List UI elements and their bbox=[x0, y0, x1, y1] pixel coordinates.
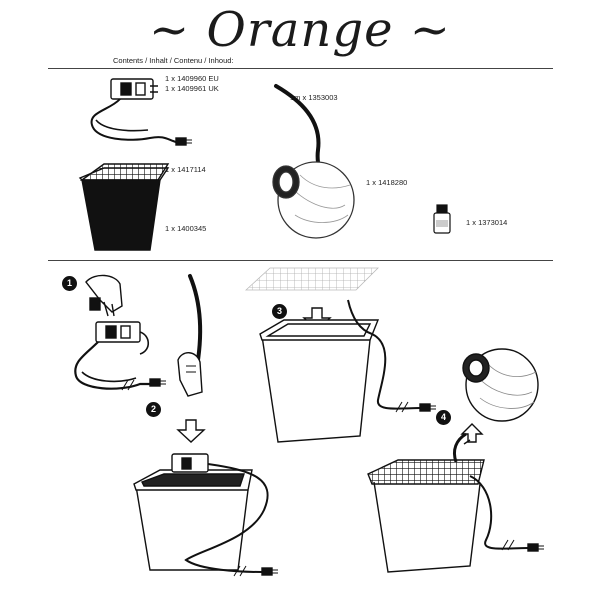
step-badge-3: 3 bbox=[272, 304, 287, 319]
step3-illustration bbox=[244, 267, 436, 443]
part-code-grid: 1 x 1417114 bbox=[165, 165, 206, 174]
grid-part bbox=[79, 163, 170, 181]
part-code-bottle: 1 x 1373014 bbox=[466, 218, 508, 227]
contents-label: Contents / Inhalt / Contenu / Inhoud: bbox=[113, 56, 234, 65]
part-code-transformer-uk: 1 x 1409961 UK bbox=[165, 84, 219, 93]
middle-divider bbox=[48, 260, 553, 261]
part-code-transformer-eu: 1 x 1409960 EU bbox=[165, 74, 219, 83]
part-code-cable: 1m x 1353003 bbox=[290, 93, 338, 102]
transformer-part bbox=[90, 78, 192, 146]
step1-illustration bbox=[74, 274, 166, 391]
page-title: ~ Orange ~ bbox=[149, 2, 451, 58]
orange-sphere-part bbox=[272, 161, 355, 239]
step-badge-1: 1 bbox=[62, 276, 77, 291]
step2-illustration bbox=[133, 274, 278, 577]
top-divider bbox=[48, 68, 553, 69]
step4-illustration bbox=[367, 348, 544, 573]
step-badge-2: 2 bbox=[146, 402, 161, 417]
step-badge-4: 4 bbox=[436, 410, 451, 425]
part-code-orange-sphere: 1 x 1418280 bbox=[366, 178, 408, 187]
bottle-part bbox=[433, 204, 451, 234]
part-code-basin: 1 x 1400345 bbox=[165, 224, 207, 233]
